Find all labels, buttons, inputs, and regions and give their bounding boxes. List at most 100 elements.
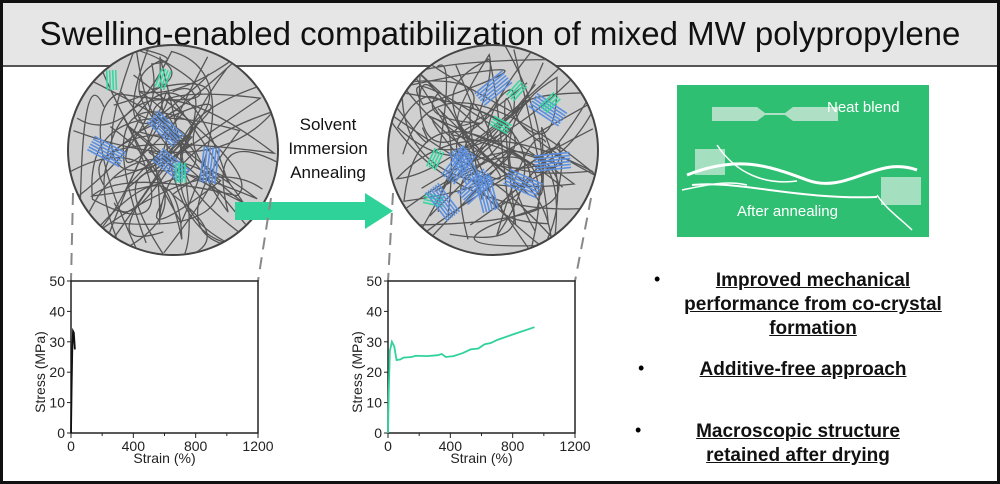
lamella-stripe [451,150,471,184]
y-tick-label: 10 [49,395,65,411]
lamella-blue [146,110,185,148]
lamella-blue [199,146,221,184]
y-tick-label: 10 [366,395,382,411]
y-tick-label: 40 [366,303,382,319]
plot-frame [387,280,576,434]
bullet-line: Improved mechanical [715,270,911,291]
lamella-stripe [154,67,164,87]
lamella-stripe [534,95,566,117]
lamella-stripe [205,146,212,183]
lamella-stripe [87,148,120,168]
lamella-stripe [429,188,454,218]
process-arrow [235,193,393,229]
bullet-icon: • [638,358,645,378]
lamella-stripe [199,146,206,183]
lamella-stripe [476,72,505,97]
lamella-stripe [450,153,474,183]
lamella-green [105,69,118,91]
lamella-stripe [89,143,123,162]
zoom-connector-line [70,192,74,282]
x-tick-label: 1200 [559,438,590,454]
neat-blend-label: Neat blend [827,99,900,116]
tensile-bars-image [681,107,921,231]
lamella-stripe [213,148,221,184]
lamella-blue [473,174,500,214]
bullet-line: retained after drying [706,445,890,466]
arrow-head [365,193,393,229]
lamella-green [175,162,187,183]
polymer-chain [69,46,173,207]
lamella-stripe [148,118,176,145]
after-annealing-label: After annealing [737,203,838,220]
lamella-stripe [474,70,503,95]
polymer-chain [113,93,262,225]
x-tick-label: 0 [67,438,75,454]
lamella-blue [425,182,461,222]
lamella-stripe [443,147,467,178]
y-tick-label: 50 [366,273,382,289]
lamella-stripe [159,150,189,174]
x-tick-label: 0 [384,438,392,454]
lamella-stripe [481,79,511,104]
lamella-stripe [506,174,541,191]
lamella-blue [533,151,572,172]
lamella-stripe [114,69,118,91]
lamella-blue [474,70,513,107]
polymer-chain [91,117,259,250]
zoom-connector-line [387,192,394,282]
lamella-stripe [434,184,458,215]
polymer-chain [99,109,185,254]
y-tick-label: 30 [49,334,65,350]
x-tick-label: 1200 [242,438,273,454]
lamella-stripe [489,123,508,135]
process-line: Annealing [290,163,366,182]
lamella-stripe [178,162,181,183]
lamella-stripe [503,182,537,199]
lamella-stripe [493,115,512,127]
annealed-morphology-circle [387,44,599,256]
lamella-stripe [452,155,477,185]
zoom-connector-line [574,197,592,282]
polymer-chain [414,58,592,151]
lamella-green [539,91,561,114]
lamella-stripe [543,96,559,112]
lamella-stripe [184,162,187,183]
bullet-mechanical: Improved mechanical performance from co-… [643,269,983,341]
lamella-blue [528,92,568,127]
lamella-stripe [434,151,445,171]
lamella-stripe [533,97,565,120]
polymer-chain [389,89,516,254]
lamella-green [154,67,172,91]
lamella-stripe [159,69,169,90]
lamella-stripe [146,121,174,148]
chains [69,46,277,254]
lamella-stripe [509,168,543,185]
y-axis-label: Stress (MPa) [349,331,365,413]
lamella-stripe [482,175,494,211]
lamella-stripe [505,79,521,96]
lamella-stripe [458,170,487,197]
lamella-green [425,147,445,171]
series-line [387,326,535,434]
lamella-stripe [479,176,491,212]
y-tick-label: 30 [366,334,382,350]
lamella-stripe [510,83,525,100]
lamella-stripe [488,174,500,210]
lamella-stripe [534,163,571,169]
lamella-stripe [485,174,497,211]
lamella-stripe [545,98,561,114]
bullet-icon: • [654,269,661,289]
zoom-connector-line [257,197,272,282]
lamella-stripe [529,102,561,125]
series-line [70,327,76,434]
bullet-icon: • [635,420,642,440]
bullet-additive-free: Additive-free approach [668,358,938,382]
lamella-stripe [528,105,560,127]
x-axis-label: Strain (%) [450,450,512,466]
y-tick-label: 50 [49,273,65,289]
y-tick-label: 40 [49,303,65,319]
lamella-green [505,79,528,102]
polymer-chain [527,126,563,254]
